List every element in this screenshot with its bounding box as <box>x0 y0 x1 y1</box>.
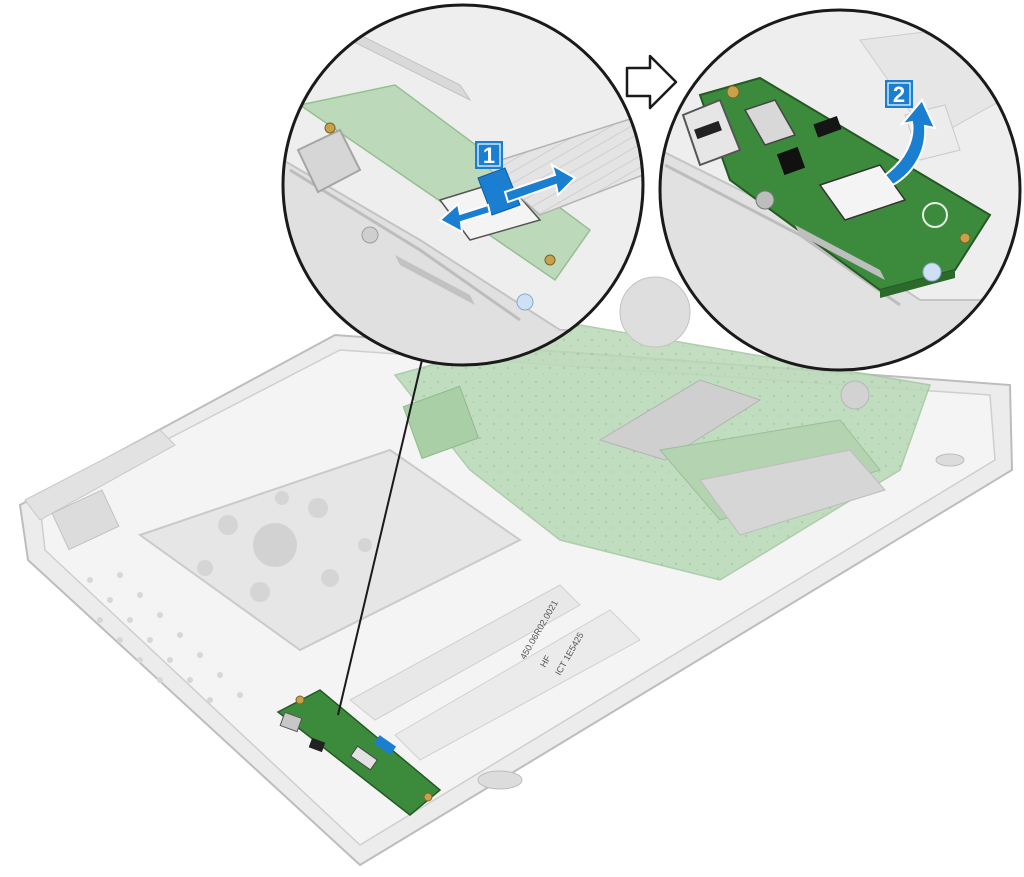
step-2-badge: 2 <box>885 80 913 108</box>
callout-leader-line <box>337 359 423 716</box>
lift-arrow-icon <box>883 98 937 187</box>
speaker-grille <box>477 770 523 790</box>
io-board-in-place <box>276 689 442 816</box>
disconnect-arrows-icon <box>438 162 577 234</box>
palmrest-screw-holes <box>87 572 243 703</box>
hard-drive-bay <box>137 448 522 652</box>
outline-right-arrow-icon <box>625 54 678 110</box>
step-2-number: 2 <box>893 82 905 107</box>
motherboard <box>393 276 932 581</box>
step-1-badge: 1 <box>475 141 503 169</box>
speaker-grille-right <box>935 453 965 467</box>
callout-step-2: 2 <box>658 8 1022 372</box>
step-1-number: 1 <box>483 143 495 168</box>
callout-step-1: 1 <box>281 3 645 367</box>
flat-cables: 450.06R02.0021 HF ICT 1E5425 <box>349 584 641 761</box>
